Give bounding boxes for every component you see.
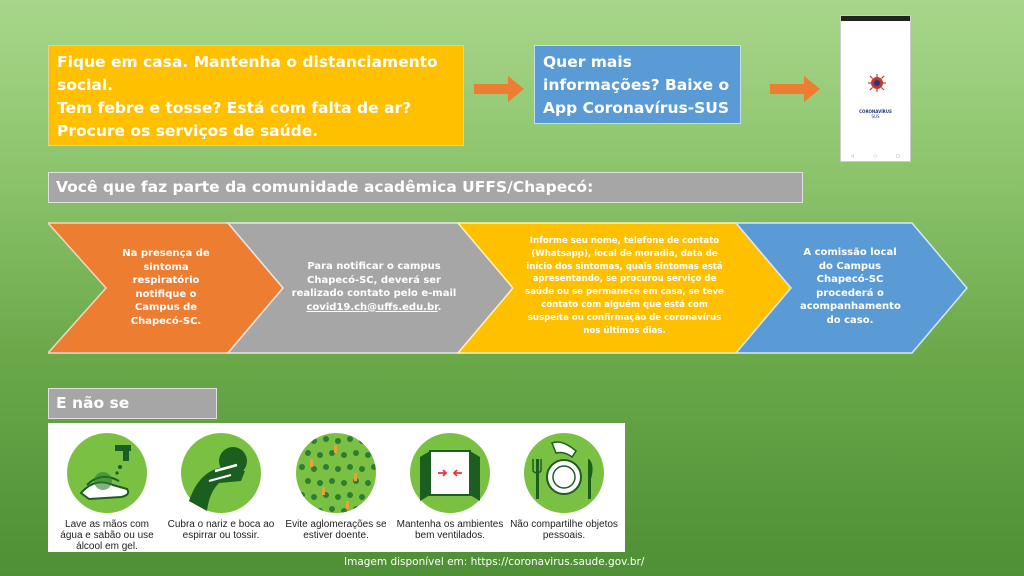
steps-chevrons [48,222,968,354]
step-2-text-after: . [437,301,442,313]
community-heading: Você que faz parte da comunidade acadêmi… [48,172,803,203]
stay-home-box: Fique em casa. Mantenha o distanciamento… [48,45,464,146]
plate-cutlery-icon [524,433,604,513]
tip-cover-cough-label: Cubra o nariz e boca ao espirrar ou toss… [167,519,275,541]
step-4-chevron [734,222,968,354]
app-info-box: Quer mais informações? Baixe o App Coron… [534,45,741,124]
coronavirus-logo-icon [868,74,886,92]
step-3-text: Informe seu nome, telefone de contato (W… [525,236,724,336]
tip-no-sharing-label: Não compartilhe objetos pessoais. [510,519,618,541]
open-window-icon [410,433,490,513]
tip-ventilation: Mantenha os ambientes bem ventilados. [396,431,504,541]
step-2-email-link[interactable]: covid19.ch@uffs.edu.br [306,301,438,313]
app-info-text: Quer mais informações? Baixe o App Coron… [543,53,730,117]
phone-status-bar [841,16,910,21]
step-2-text-before: Para notificar o campus Chapecó-SC, deve… [291,261,457,299]
tip-wash-hands: Lave as mãos com água e sabão ou use álc… [53,431,161,552]
step-1-text: Na presença de sintoma respiratório noti… [122,248,210,327]
stay-home-line-2: Tem febre e tosse? Está com falta de ar?… [57,99,412,140]
prevention-tips-panel: Lave as mãos com água e sabão ou use álc… [48,423,625,552]
app-phone-screenshot: CORONAVÍRUS SUS ◁○□ [840,15,911,162]
cough-elbow-icon [181,433,261,513]
image-credit: Imagem disponível em: https://coronaviru… [344,556,645,568]
tip-ventilation-label: Mantenha os ambientes bem ventilados. [396,519,504,541]
step-4-text: A comissão local do Campus Chapecó-SC pr… [800,247,901,326]
tip-avoid-crowds-label: Evite aglomerações se estiver doente. [285,519,387,541]
phone-logo-title: CORONAVÍRUS [859,109,892,114]
tip-no-sharing: Não compartilhe objetos pessoais. [510,431,618,541]
right-arrow-icon [770,76,820,102]
notification-steps: Na presença de sintoma respiratório noti… [48,222,968,355]
tip-cover-cough: Cubra o nariz e boca ao espirrar ou toss… [167,431,275,541]
crowd-icon [296,433,376,513]
right-arrow-icon [474,76,524,102]
hand-washing-icon [67,433,147,513]
phone-logo-sub: SUS [871,114,880,119]
phone-nav-bar: ◁○□ [851,153,900,158]
tip-avoid-crowds: Evite aglomerações se estiver doente. [282,431,390,541]
step-2-text: Para notificar o campus Chapecó-SC, deve… [288,260,460,314]
tip-wash-hands-label: Lave as mãos com água e sabão ou use álc… [60,519,154,552]
stay-home-line-1: Fique em casa. Mantenha o distanciamento… [57,53,438,94]
reminder-heading: E não se esqueça: [48,388,217,441]
